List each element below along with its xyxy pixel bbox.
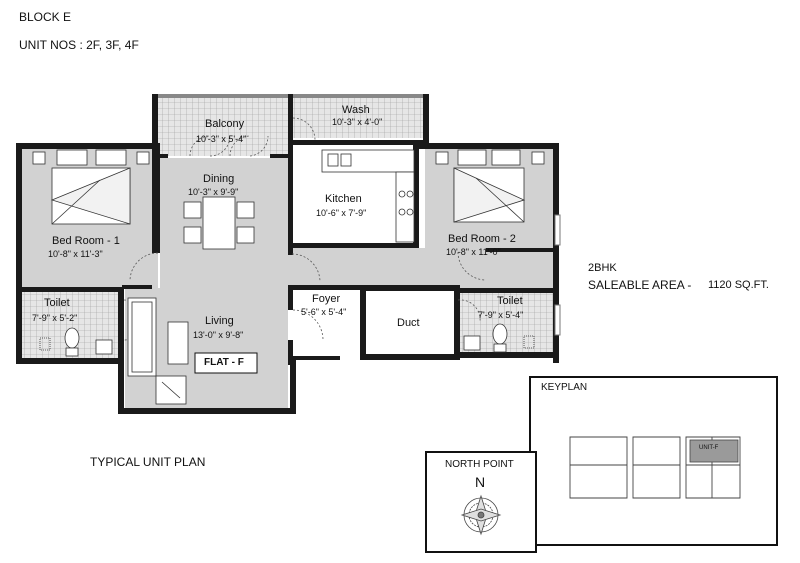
- bed1-furniture: [32, 149, 150, 225]
- balcony-size: 10'-3" x 5'-4": [196, 134, 247, 144]
- toilet1-size: 7'-9" x 5'-2": [32, 313, 78, 323]
- living-label: Living: [205, 315, 234, 327]
- balcony-floor: [158, 98, 288, 156]
- toilet2-fixtures: [463, 323, 535, 353]
- duct-floor: [365, 292, 455, 354]
- compass-icon: [460, 494, 502, 536]
- door-swings: [123, 117, 487, 341]
- wash-size: 10'-3" x 4'-0": [332, 117, 383, 127]
- bed1-label: Bed Room - 1: [52, 235, 120, 247]
- dining-size: 10'-3" x 9'-9": [188, 187, 239, 197]
- living-furniture: [127, 297, 189, 405]
- bed2-label: Bed Room - 2: [448, 233, 516, 245]
- toilet2-label: Toilet: [497, 295, 523, 307]
- dining-label: Dining: [203, 173, 235, 185]
- north-point-title: NORTH POINT: [445, 459, 514, 470]
- north-letter: N: [475, 474, 486, 490]
- flat-label-box: [194, 352, 258, 374]
- block-title: BLOCK E: [19, 10, 72, 24]
- foyer-floor: [290, 290, 360, 360]
- balcony-label: Balcony: [205, 118, 245, 130]
- flat-label: FLAT - F: [204, 357, 244, 368]
- walls: [16, 94, 559, 414]
- wash-floor: [293, 98, 423, 138]
- bed2-furniture: [435, 149, 545, 223]
- dining-table: [183, 196, 255, 250]
- kitchen-label: Kitchen: [325, 193, 362, 205]
- living-size: 13'-0" x 9'-8": [193, 330, 244, 340]
- plan-title: TYPICAL UNIT PLAN: [90, 455, 206, 469]
- saleable-area-value: 1120 SQ.FT.: [708, 279, 769, 291]
- kitchen-counter: [321, 149, 415, 243]
- duct-label: Duct: [397, 317, 420, 329]
- foyer-size: 5'-6" x 5'-4": [301, 307, 347, 317]
- keyplan-unit-f: [689, 439, 739, 463]
- unit-numbers: UNIT NOS : 2F, 3F, 4F: [19, 38, 139, 52]
- saleable-area-label: SALEABLE AREA -: [588, 278, 692, 292]
- toilet1-fixtures: [39, 327, 113, 357]
- wash-label: Wash: [342, 104, 370, 116]
- unit-type: 2BHK: [588, 262, 617, 274]
- keyplan-unit-label: UNIT-F: [699, 445, 719, 451]
- bed2-size: 10'-8" x 11'-0": [446, 247, 501, 257]
- toilet2-size: 7'-9" x 5'-4": [478, 310, 524, 320]
- keyplan-title: KEYPLAN: [541, 382, 588, 393]
- bed1-size: 10'-8" x 11'-3": [48, 249, 103, 259]
- kitchen-size: 10'-6" x 7'-9": [316, 208, 367, 218]
- foyer-label: Foyer: [312, 293, 341, 305]
- passage-floor: [288, 248, 553, 288]
- toilet1-label: Toilet: [44, 297, 70, 309]
